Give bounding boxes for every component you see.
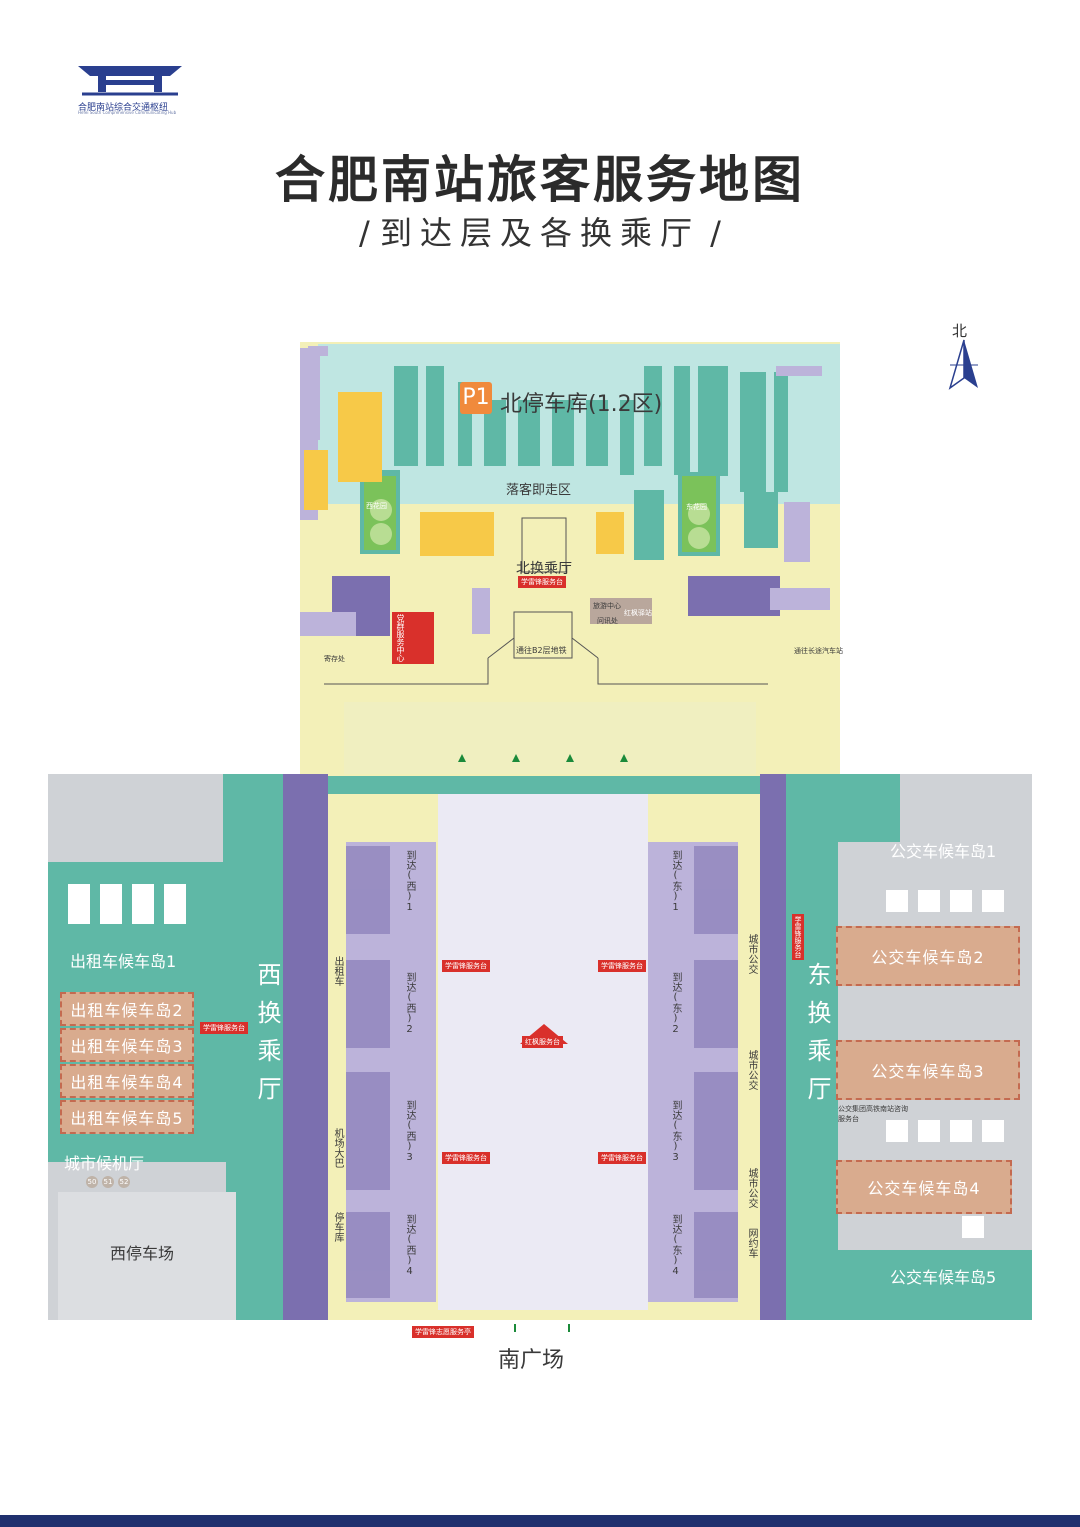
station-map: P1 北停车库(1.2区) 落客即走区 北换乘厅 西花园 东花园 党群服务中心 … <box>48 342 1032 1382</box>
page-subtitle: / 到达层及各换乘厅 / <box>359 214 721 252</box>
ride-hailing-label: 网约车 <box>746 1228 757 1258</box>
bus-island-4: 公交车候车岛4 <box>836 1160 1012 1214</box>
subtitle-text: 到达层及各换乘厅 <box>379 214 700 252</box>
metro-label: 通往B2层地铁 <box>516 646 567 655</box>
east-hall-label: 东换乘厅 <box>803 962 831 1114</box>
center-service-desk-w2: 学雷锋服务台 <box>442 1152 490 1164</box>
bus-island-2: 公交车候车岛2 <box>836 926 1020 986</box>
city-bus-label-2: 城市公交 <box>746 1050 757 1090</box>
west-service-desk: 学雷锋服务台 <box>200 1022 248 1034</box>
taxi-island-1: 出租车候车岛1 <box>70 952 177 971</box>
city-bus-label-3: 城市公交 <box>746 1168 757 1208</box>
north-left-luggage-label: 寄存处 <box>324 655 345 663</box>
bus-station-label: 通往长途汽车站 <box>794 647 843 655</box>
west-garden-label: 西花园 <box>366 502 387 510</box>
north-service-desk: 学雷锋服务台 <box>518 576 566 588</box>
red-service-desk: 红枫服务台 <box>522 1036 563 1048</box>
city-bus-label-1: 城市公交 <box>746 934 757 974</box>
gate-num-51: 51 <box>102 1176 114 1188</box>
center-service-desk-e1: 学雷锋服务台 <box>598 960 646 972</box>
bus-service-label: 公交集团高铁南站咨询服务台 <box>838 1105 908 1123</box>
red-post-label: 红枫驿站 <box>624 609 652 617</box>
bus-island-1: 公交车候车岛1 <box>890 842 997 861</box>
west-parking-label: 西停车场 <box>110 1244 175 1263</box>
south-square-label: 南广场 <box>498 1348 565 1373</box>
party-center-label: 党群服务中心 <box>396 614 405 662</box>
taxi-island-3: 出租车候车岛3 <box>60 1028 194 1062</box>
exit-east-2: 到达(东)2 <box>670 972 681 1035</box>
center-service-desk-e2: 学雷锋服务台 <box>598 1152 646 1164</box>
volunteer-booth: 学雷锋志愿服务亭 <box>412 1326 474 1338</box>
compass-label: 北 <box>952 322 968 340</box>
east-garden-label: 东花园 <box>686 503 707 511</box>
inquiry-label: 问讯处 <box>597 617 618 625</box>
airport-bus-label: 机场大巴 <box>332 1128 343 1168</box>
hub-logo-icon <box>78 66 182 96</box>
gate-num-52: 52 <box>118 1176 130 1188</box>
drop-off-corridor-label: 落客即走区 <box>506 483 572 498</box>
taxi-side-label: 出租车 <box>332 956 343 986</box>
north-arrow-icon <box>948 339 978 390</box>
east-service-desk: 学雷锋服务台 <box>792 914 804 960</box>
exit-west-1: 到达(西)1 <box>404 850 415 913</box>
exit-east-1: 到达(东)1 <box>670 850 681 913</box>
taxi-island-4: 出租车候车岛4 <box>60 1064 194 1098</box>
exit-west-2: 到达(西)2 <box>404 972 415 1035</box>
page-title: 合肥南站旅客服务地图 <box>275 151 805 209</box>
west-hall-label: 西换乘厅 <box>253 962 281 1114</box>
city-airport-hall-label: 城市候机厅 <box>64 1154 145 1173</box>
footer-bar <box>0 1515 1080 1527</box>
info-center-label: 旅游中心 <box>593 602 621 610</box>
exit-west-3: 到达(西)3 <box>404 1100 415 1163</box>
gate-num-50: 50 <box>86 1176 98 1188</box>
taxi-island-5: 出租车候车岛5 <box>60 1100 194 1134</box>
exit-west-4: 到达(西)4 <box>404 1214 415 1277</box>
bus-island-5: 公交车候车岛5 <box>890 1268 997 1287</box>
taxi-island-2: 出租车候车岛2 <box>60 992 194 1026</box>
bus-island-3: 公交车候车岛3 <box>836 1040 1020 1100</box>
parking-icon: P1 <box>460 382 492 414</box>
center-service-desk-w1: 学雷锋服务台 <box>442 960 490 972</box>
parking-garage-label: 停车库 <box>332 1212 343 1242</box>
north-hall-label: 北换乘厅 <box>516 561 572 577</box>
north-parking-label: 北停车库(1.2区) <box>500 392 663 417</box>
logo-subtext: Hefei South Comprehensive Communicating … <box>78 110 177 115</box>
logo-text: 合肥南站综合交通枢纽 <box>78 103 169 113</box>
exit-east-3: 到达(东)3 <box>670 1100 681 1163</box>
exit-east-4: 到达(东)4 <box>670 1214 681 1277</box>
